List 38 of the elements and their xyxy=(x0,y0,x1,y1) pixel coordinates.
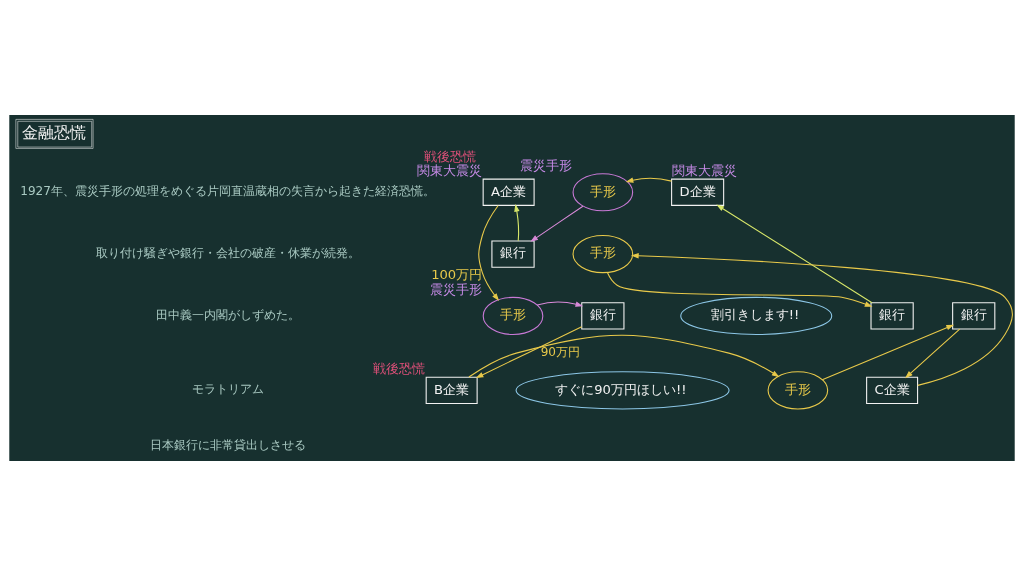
arrow xyxy=(631,253,1013,386)
node-box: 銀行 xyxy=(952,302,996,330)
node-label: 100万円 xyxy=(431,267,483,283)
arrow xyxy=(475,326,583,379)
node-box: 銀行 xyxy=(491,240,535,268)
arrow xyxy=(716,204,873,304)
arrow xyxy=(904,328,961,379)
node-box: C企業 xyxy=(866,376,919,405)
arrow xyxy=(530,205,584,242)
arrow xyxy=(536,301,584,307)
label: 田中義一内閣がしずめた。 xyxy=(155,307,300,322)
node-label: 戦後恐慌 xyxy=(423,149,476,165)
node-label: 関東大震災 xyxy=(417,163,483,179)
arrow xyxy=(468,334,780,378)
node-box: B企業 xyxy=(425,376,478,405)
node-box: 銀行 xyxy=(870,302,914,330)
node-ellipse: すぐに90万円ほしい!! xyxy=(515,371,730,410)
arrow xyxy=(514,203,520,242)
node-ellipse: 手形 xyxy=(482,296,544,336)
label: 取り付け騒ぎや銀行・会社の破産・休業が続発。 xyxy=(95,246,360,261)
node-label: 戦後恐慌 xyxy=(373,361,426,377)
node-ellipse: 手形 xyxy=(572,234,634,274)
arrow xyxy=(606,271,873,307)
arrow xyxy=(478,205,500,301)
node-label: 関東大震災 xyxy=(671,163,737,179)
label: モラトリアム xyxy=(191,382,264,397)
node-ellipse: 割引きします!! xyxy=(680,296,833,336)
diagram-title: 金融恐慌 xyxy=(21,123,86,143)
node-box: 銀行 xyxy=(581,302,625,330)
node-label: 震災手形 xyxy=(520,157,573,173)
arrow xyxy=(625,177,673,183)
label: 1927年、震災手形の処理をめぐる片岡直温蔵相の失言から起きた経済恐慌。 xyxy=(20,184,435,199)
node-box: A企業 xyxy=(482,178,535,206)
label: 日本銀行に非常貸出しさせる xyxy=(149,438,306,453)
arrow xyxy=(821,324,955,381)
edge-label: 90万円 xyxy=(540,345,581,360)
node-box: D企業 xyxy=(671,178,725,206)
node-label: 震災手形 xyxy=(430,281,483,297)
